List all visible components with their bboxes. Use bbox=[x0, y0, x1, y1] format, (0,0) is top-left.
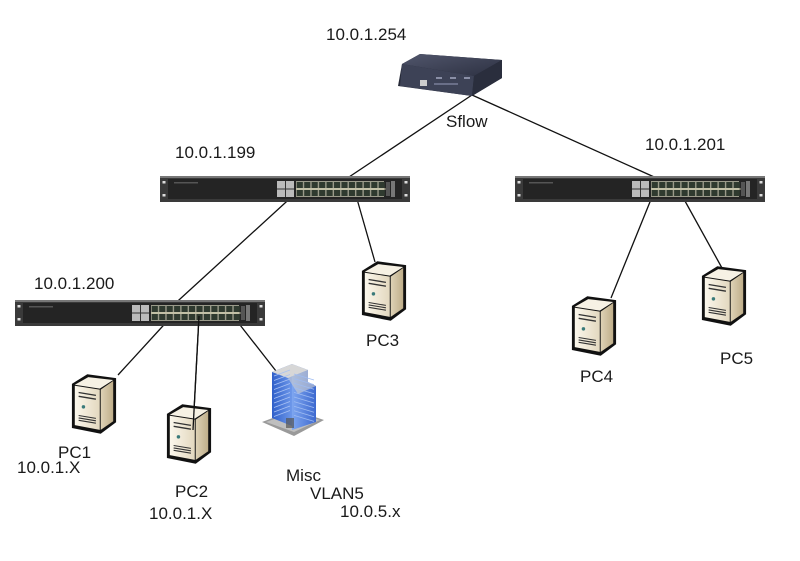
switch-sw200-icon[interactable] bbox=[14, 299, 266, 327]
pc2-name-label: PC2 bbox=[175, 482, 209, 501]
link-sw199-sw200 bbox=[167, 191, 298, 311]
router-ip-label: 10.0.1.254 bbox=[326, 25, 407, 44]
pc5-server-tower-icon[interactable] bbox=[701, 265, 747, 327]
link-sw201-pc5 bbox=[679, 191, 723, 269]
nodes-layer bbox=[14, 54, 766, 465]
router-name-label: Sflow bbox=[446, 112, 488, 131]
pc3-name-label: PC3 bbox=[366, 331, 400, 350]
misc-name-label: Misc bbox=[286, 466, 321, 485]
misc-vlan-label: VLAN5 bbox=[310, 484, 364, 503]
switch-sw201-icon[interactable] bbox=[514, 175, 766, 203]
link-router-sw199 bbox=[336, 94, 473, 186]
pc4-server-tower-icon[interactable] bbox=[571, 295, 617, 357]
pc5-name-label: PC5 bbox=[720, 349, 754, 368]
pc4-name-label: PC4 bbox=[580, 367, 614, 386]
misc-ip-label: 10.0.5.x bbox=[340, 502, 401, 521]
link-router-sw201 bbox=[471, 94, 673, 186]
misc-building-icon[interactable] bbox=[262, 364, 324, 436]
link-sw201-pc4 bbox=[610, 191, 655, 299]
router-icon[interactable] bbox=[398, 54, 502, 96]
pc1-name-label: PC1 bbox=[58, 443, 92, 462]
switch-ip-label-199: 10.0.1.199 bbox=[175, 143, 256, 162]
link-sw199-pc3 bbox=[354, 191, 376, 263]
pc3-server-tower-icon[interactable] bbox=[361, 260, 407, 322]
pc2-server-tower-icon[interactable] bbox=[166, 403, 212, 465]
link-sw200-pc2-overlay bbox=[192, 315, 200, 431]
pc1-server-tower-icon[interactable] bbox=[71, 373, 117, 435]
switch-ip-label-200: 10.0.1.200 bbox=[34, 274, 115, 293]
pc1-ip-label: 10.0.1.X bbox=[17, 458, 81, 477]
pc2-ip-label: 10.0.1.X bbox=[149, 504, 213, 523]
switch-ip-label-201: 10.0.1.201 bbox=[645, 135, 726, 154]
switch-sw199-icon[interactable] bbox=[159, 175, 411, 203]
